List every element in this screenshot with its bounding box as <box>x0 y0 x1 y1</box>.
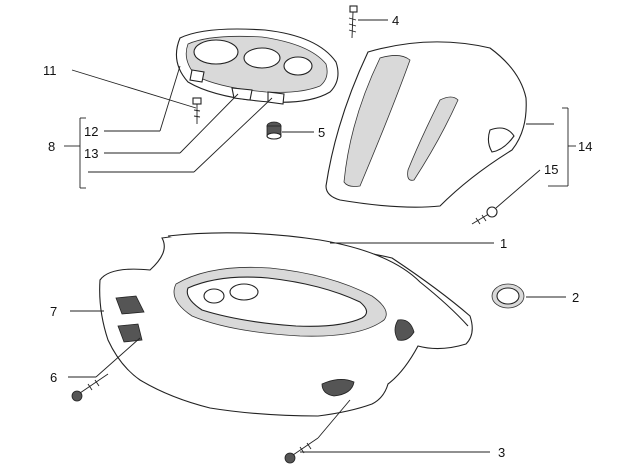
cap-2 <box>491 283 525 309</box>
callout-15: 15 <box>544 162 558 177</box>
grommet-5 <box>266 121 282 140</box>
callout-7: 7 <box>50 304 57 319</box>
callout-labels: 4 11 12 13 8 5 14 15 1 2 7 6 3 <box>43 13 592 460</box>
callout-5: 5 <box>318 125 325 140</box>
callout-11: 11 <box>43 63 57 78</box>
screw-4 <box>348 5 358 39</box>
callout-3: 3 <box>498 445 505 460</box>
callout-8: 8 <box>48 139 55 154</box>
handlebar-cover <box>99 232 473 417</box>
callout-2: 2 <box>572 290 579 305</box>
leader-lines <box>64 19 576 453</box>
screw-3 <box>284 437 319 464</box>
instrument-cluster <box>175 28 339 105</box>
callout-4: 4 <box>392 13 399 28</box>
windscreen-14 <box>325 41 527 208</box>
screw-6 <box>71 373 109 402</box>
callout-12: 12 <box>84 124 98 139</box>
callout-14: 14 <box>578 139 592 154</box>
screw-15 <box>471 206 498 225</box>
screw-11 <box>192 97 202 124</box>
callout-6: 6 <box>50 370 57 385</box>
callout-13: 13 <box>84 146 98 161</box>
callout-1: 1 <box>500 236 507 251</box>
